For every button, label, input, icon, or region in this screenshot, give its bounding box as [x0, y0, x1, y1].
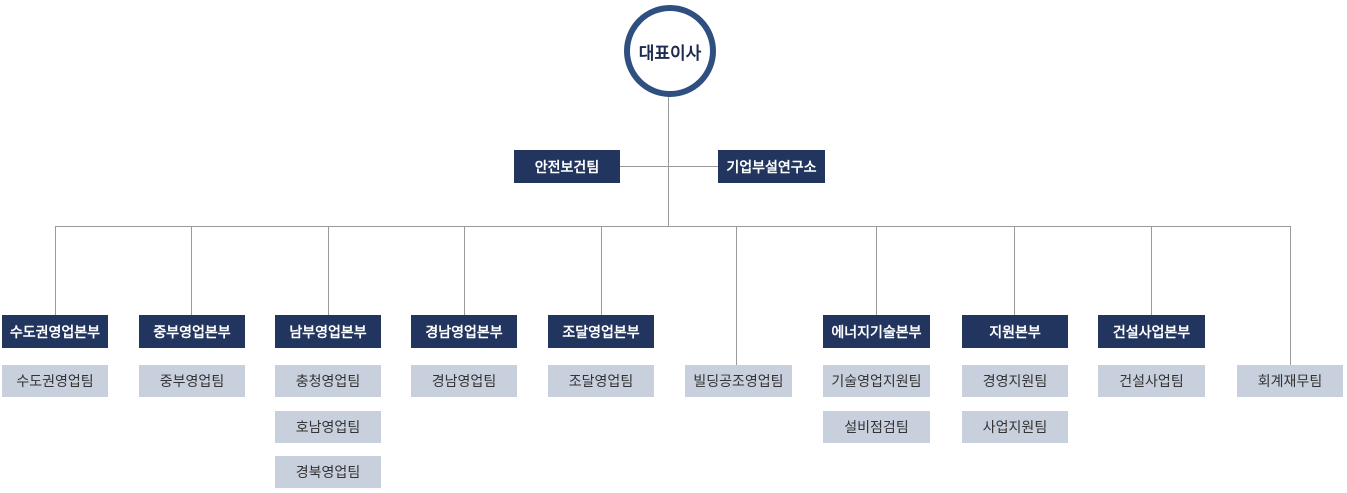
division-node: 지원본부 [962, 315, 1068, 348]
team-node: 경영지원팀 [962, 365, 1068, 397]
division-node: 중부영업본부 [139, 315, 245, 348]
team-node: 빌딩공조영업팀 [685, 365, 792, 397]
team-node: 경남영업팀 [411, 365, 517, 397]
division-node: 건설사업본부 [1098, 315, 1205, 348]
staff-safety-team: 안전보건팀 [514, 150, 620, 183]
team-node: 중부영업팀 [139, 365, 245, 397]
division-drop-line [601, 226, 602, 315]
division-drop-line [1290, 226, 1291, 365]
division-drop-line [736, 226, 737, 365]
division-drop-line [191, 226, 192, 315]
division-node: 수도권영업본부 [2, 315, 108, 348]
division-node: 에너지기술본부 [823, 315, 930, 348]
ceo-vertical-line [668, 96, 669, 226]
team-node: 경북영업팀 [275, 456, 381, 488]
division-drop-line [1014, 226, 1015, 315]
team-node: 호남영업팀 [275, 411, 381, 443]
ceo-node: 대표이사 [624, 5, 716, 97]
team-node: 기술영업지원팀 [823, 365, 930, 397]
division-drop-line [876, 226, 877, 315]
division-node: 조달영업본부 [548, 315, 654, 348]
division-node: 경남영업본부 [411, 315, 517, 348]
team-node: 건설사업팀 [1098, 365, 1205, 397]
team-node: 수도권영업팀 [2, 365, 108, 397]
staff-horizontal-line [618, 166, 720, 167]
division-horizontal-line [55, 226, 1291, 227]
staff-research-lab: 기업부설연구소 [718, 150, 825, 183]
team-node: 조달영업팀 [548, 365, 654, 397]
team-node: 설비점검팀 [823, 411, 930, 443]
division-drop-line [328, 226, 329, 315]
division-node: 남부영업본부 [275, 315, 381, 348]
division-drop-line [464, 226, 465, 315]
team-node: 사업지원팀 [962, 411, 1068, 443]
team-node: 회계재무팀 [1237, 365, 1343, 397]
division-drop-line [1151, 226, 1152, 315]
division-drop-line [55, 226, 56, 315]
team-node: 충청영업팀 [275, 365, 381, 397]
